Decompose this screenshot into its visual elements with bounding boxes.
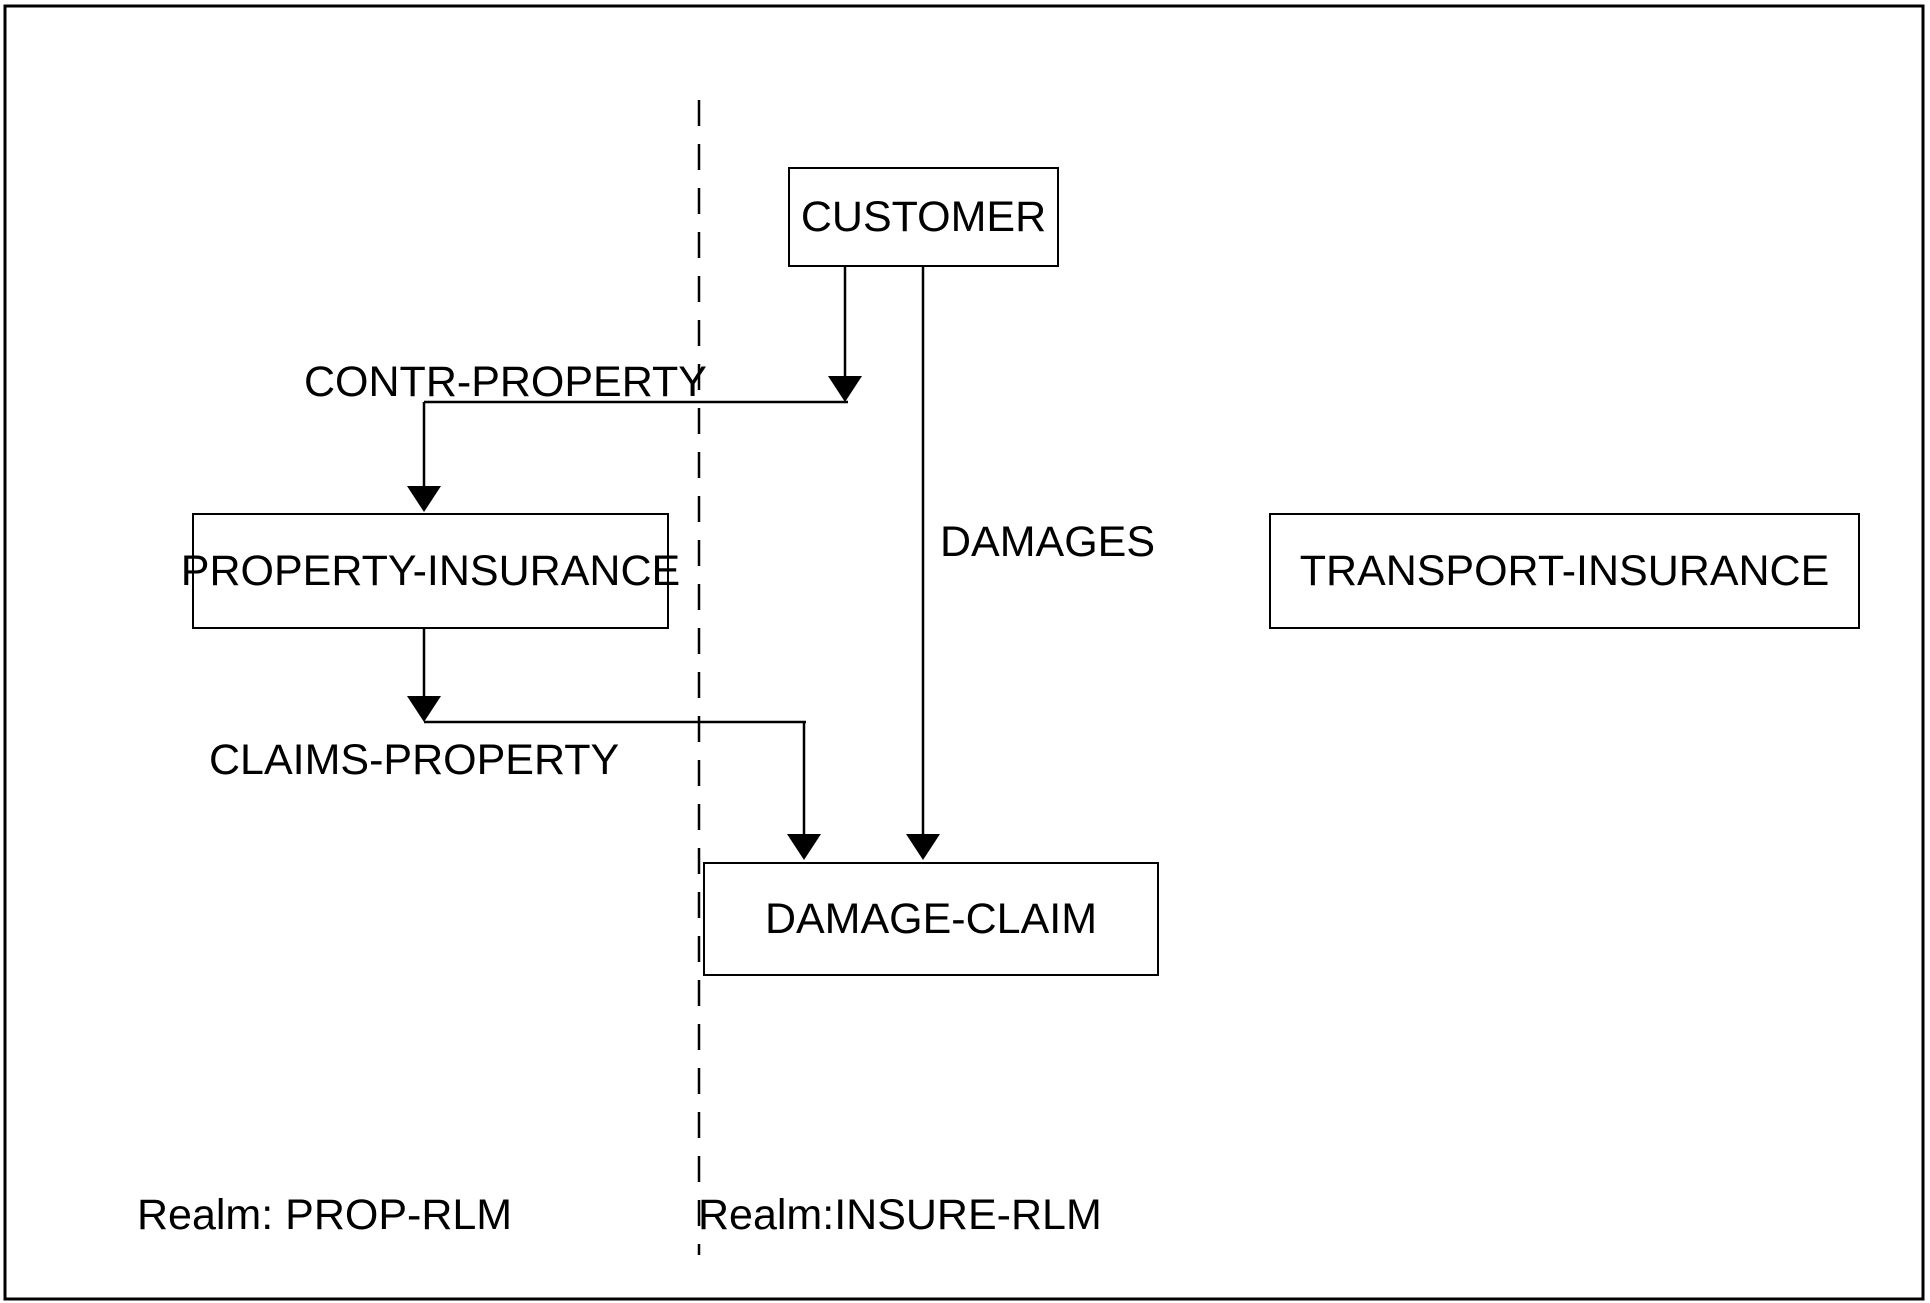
relation-claims-property-label: CLAIMS-PROPERTY — [209, 736, 620, 784]
realm-right-label: Realm:INSURE-RLM — [698, 1191, 1102, 1239]
relation-contr-property-label: CONTR-PROPERTY — [304, 358, 707, 406]
entity-property-insurance: PROPERTY-INSURANCE — [181, 513, 680, 629]
claims-member-arrow — [787, 834, 821, 860]
entity-transport-insurance-label: TRANSPORT-INSURANCE — [1299, 546, 1830, 595]
damages-arrow — [906, 834, 940, 860]
claims-owner-arrow — [407, 696, 441, 722]
contr-owner-arrow — [828, 376, 862, 402]
contr-member-arrow — [407, 486, 441, 512]
realm-left-label: Realm: PROP-RLM — [137, 1191, 513, 1239]
entity-customer-label: CUSTOMER — [800, 192, 1047, 241]
entity-customer: CUSTOMER — [788, 167, 1059, 267]
relation-damages-label: DAMAGES — [940, 518, 1156, 566]
entity-transport-insurance: TRANSPORT-INSURANCE — [1269, 513, 1860, 629]
entity-property-insurance-label: PROPERTY-INSURANCE — [180, 546, 681, 595]
entity-damage-claim: DAMAGE-CLAIM — [703, 862, 1159, 976]
entity-damage-claim-label: DAMAGE-CLAIM — [764, 894, 1098, 943]
outer-frame — [3, 4, 1925, 1301]
